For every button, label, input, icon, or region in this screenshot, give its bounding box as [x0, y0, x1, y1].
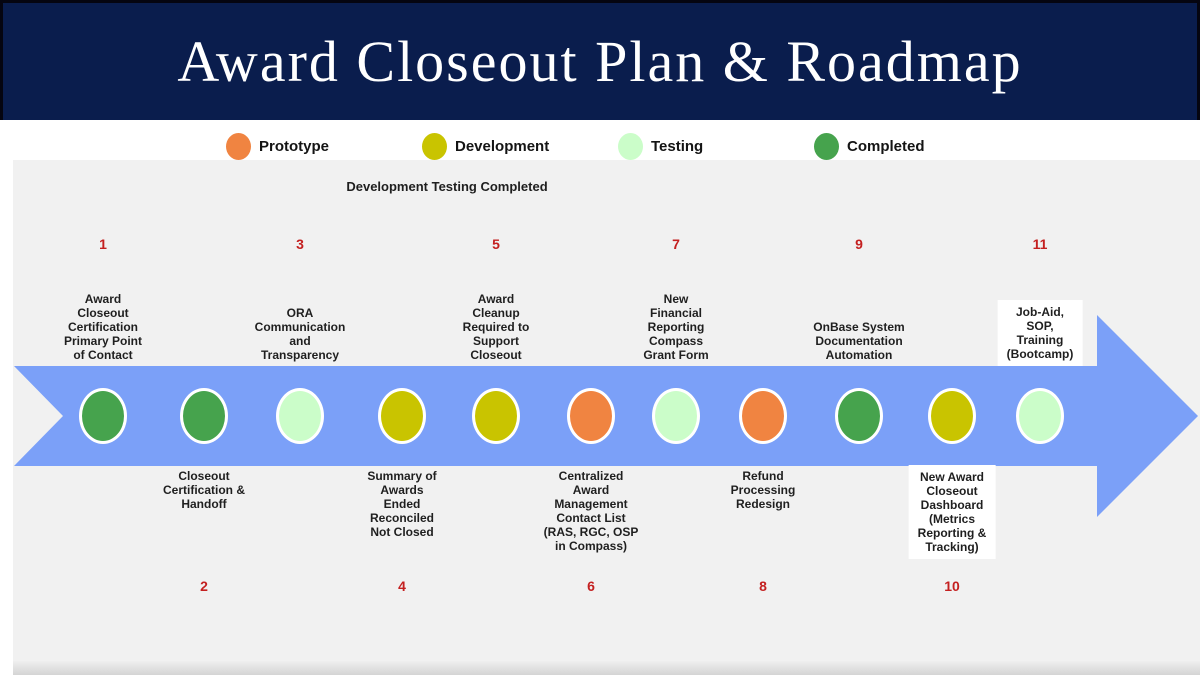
- legend-label: Development: [455, 137, 550, 155]
- milestone-circle-7: [652, 388, 700, 444]
- milestone-label-10: New Award Closeout Dashboard (Metrics Re…: [908, 465, 996, 559]
- milestone-label-3: ORA Communication and Transparency: [254, 306, 346, 362]
- milestone-circle-10: [928, 388, 976, 444]
- milestone-number-3: 3: [296, 236, 304, 252]
- legend-item-prototype: Prototype: [226, 131, 329, 161]
- title-banner: Award Closeout Plan & Roadmap: [0, 0, 1200, 120]
- annotation-heading: Development Testing Completed: [346, 179, 548, 194]
- milestone-circle-9: [835, 388, 883, 444]
- milestone-label-1: Award Closeout Certification Primary Poi…: [63, 292, 143, 362]
- milestone-circle-1: [79, 388, 127, 444]
- milestone-circle-6: [567, 388, 615, 444]
- development-status-dot-icon: [422, 132, 447, 160]
- milestone-label-8: Refund Processing Redesign: [730, 469, 796, 511]
- legend-label: Prototype: [259, 137, 330, 155]
- milestone-number-2: 2: [200, 578, 208, 594]
- prototype-status-dot-icon: [226, 132, 251, 160]
- legend-item-testing: Testing: [618, 131, 703, 161]
- milestone-number-5: 5: [492, 236, 500, 252]
- milestone-label-2: Closeout Certification & Handoff: [162, 469, 246, 511]
- milestone-circle-4: [378, 388, 426, 444]
- milestone-label-5: Award Cleanup Required to Support Closeo…: [462, 292, 530, 362]
- legend-item-completed: Completed: [814, 131, 925, 161]
- legend-item-development: Development: [422, 131, 549, 161]
- milestone-number-6: 6: [587, 578, 595, 594]
- milestone-label-6: Centralized Award Management Contact Lis…: [543, 469, 639, 553]
- milestone-number-11: 11: [1032, 236, 1048, 252]
- timeline-arrow-head: [1097, 315, 1198, 517]
- milestone-label-7: New Financial Reporting Compass Grant Fo…: [643, 292, 709, 362]
- milestone-circle-2: [180, 388, 228, 444]
- page-title: Award Closeout Plan & Roadmap: [177, 29, 1023, 94]
- milestone-circle-3: [276, 388, 324, 444]
- milestone-number-8: 8: [759, 578, 767, 594]
- legend-label: Completed: [847, 137, 925, 155]
- milestone-number-10: 10: [944, 578, 960, 594]
- milestone-number-4: 4: [398, 578, 406, 594]
- milestone-circle-5: [472, 388, 520, 444]
- milestone-number-1: 1: [99, 236, 107, 252]
- milestone-circle-8: [739, 388, 787, 444]
- milestone-label-4: Summary of Awards Ended Reconciled Not C…: [367, 469, 437, 539]
- testing-status-dot-icon: [618, 132, 643, 160]
- milestone-label-11: Job-Aid, SOP, Training (Bootcamp): [997, 300, 1083, 366]
- milestone-number-7: 7: [672, 236, 680, 252]
- panel-bottom-shadow: [13, 661, 1200, 675]
- milestone-label-9: OnBase System Documentation Automation: [813, 320, 905, 362]
- legend-label: Testing: [651, 137, 704, 155]
- completed-status-dot-icon: [814, 132, 839, 160]
- timeline-arrow-tail-notch: [14, 366, 63, 466]
- milestone-circle-11: [1016, 388, 1064, 444]
- milestone-number-9: 9: [855, 236, 863, 252]
